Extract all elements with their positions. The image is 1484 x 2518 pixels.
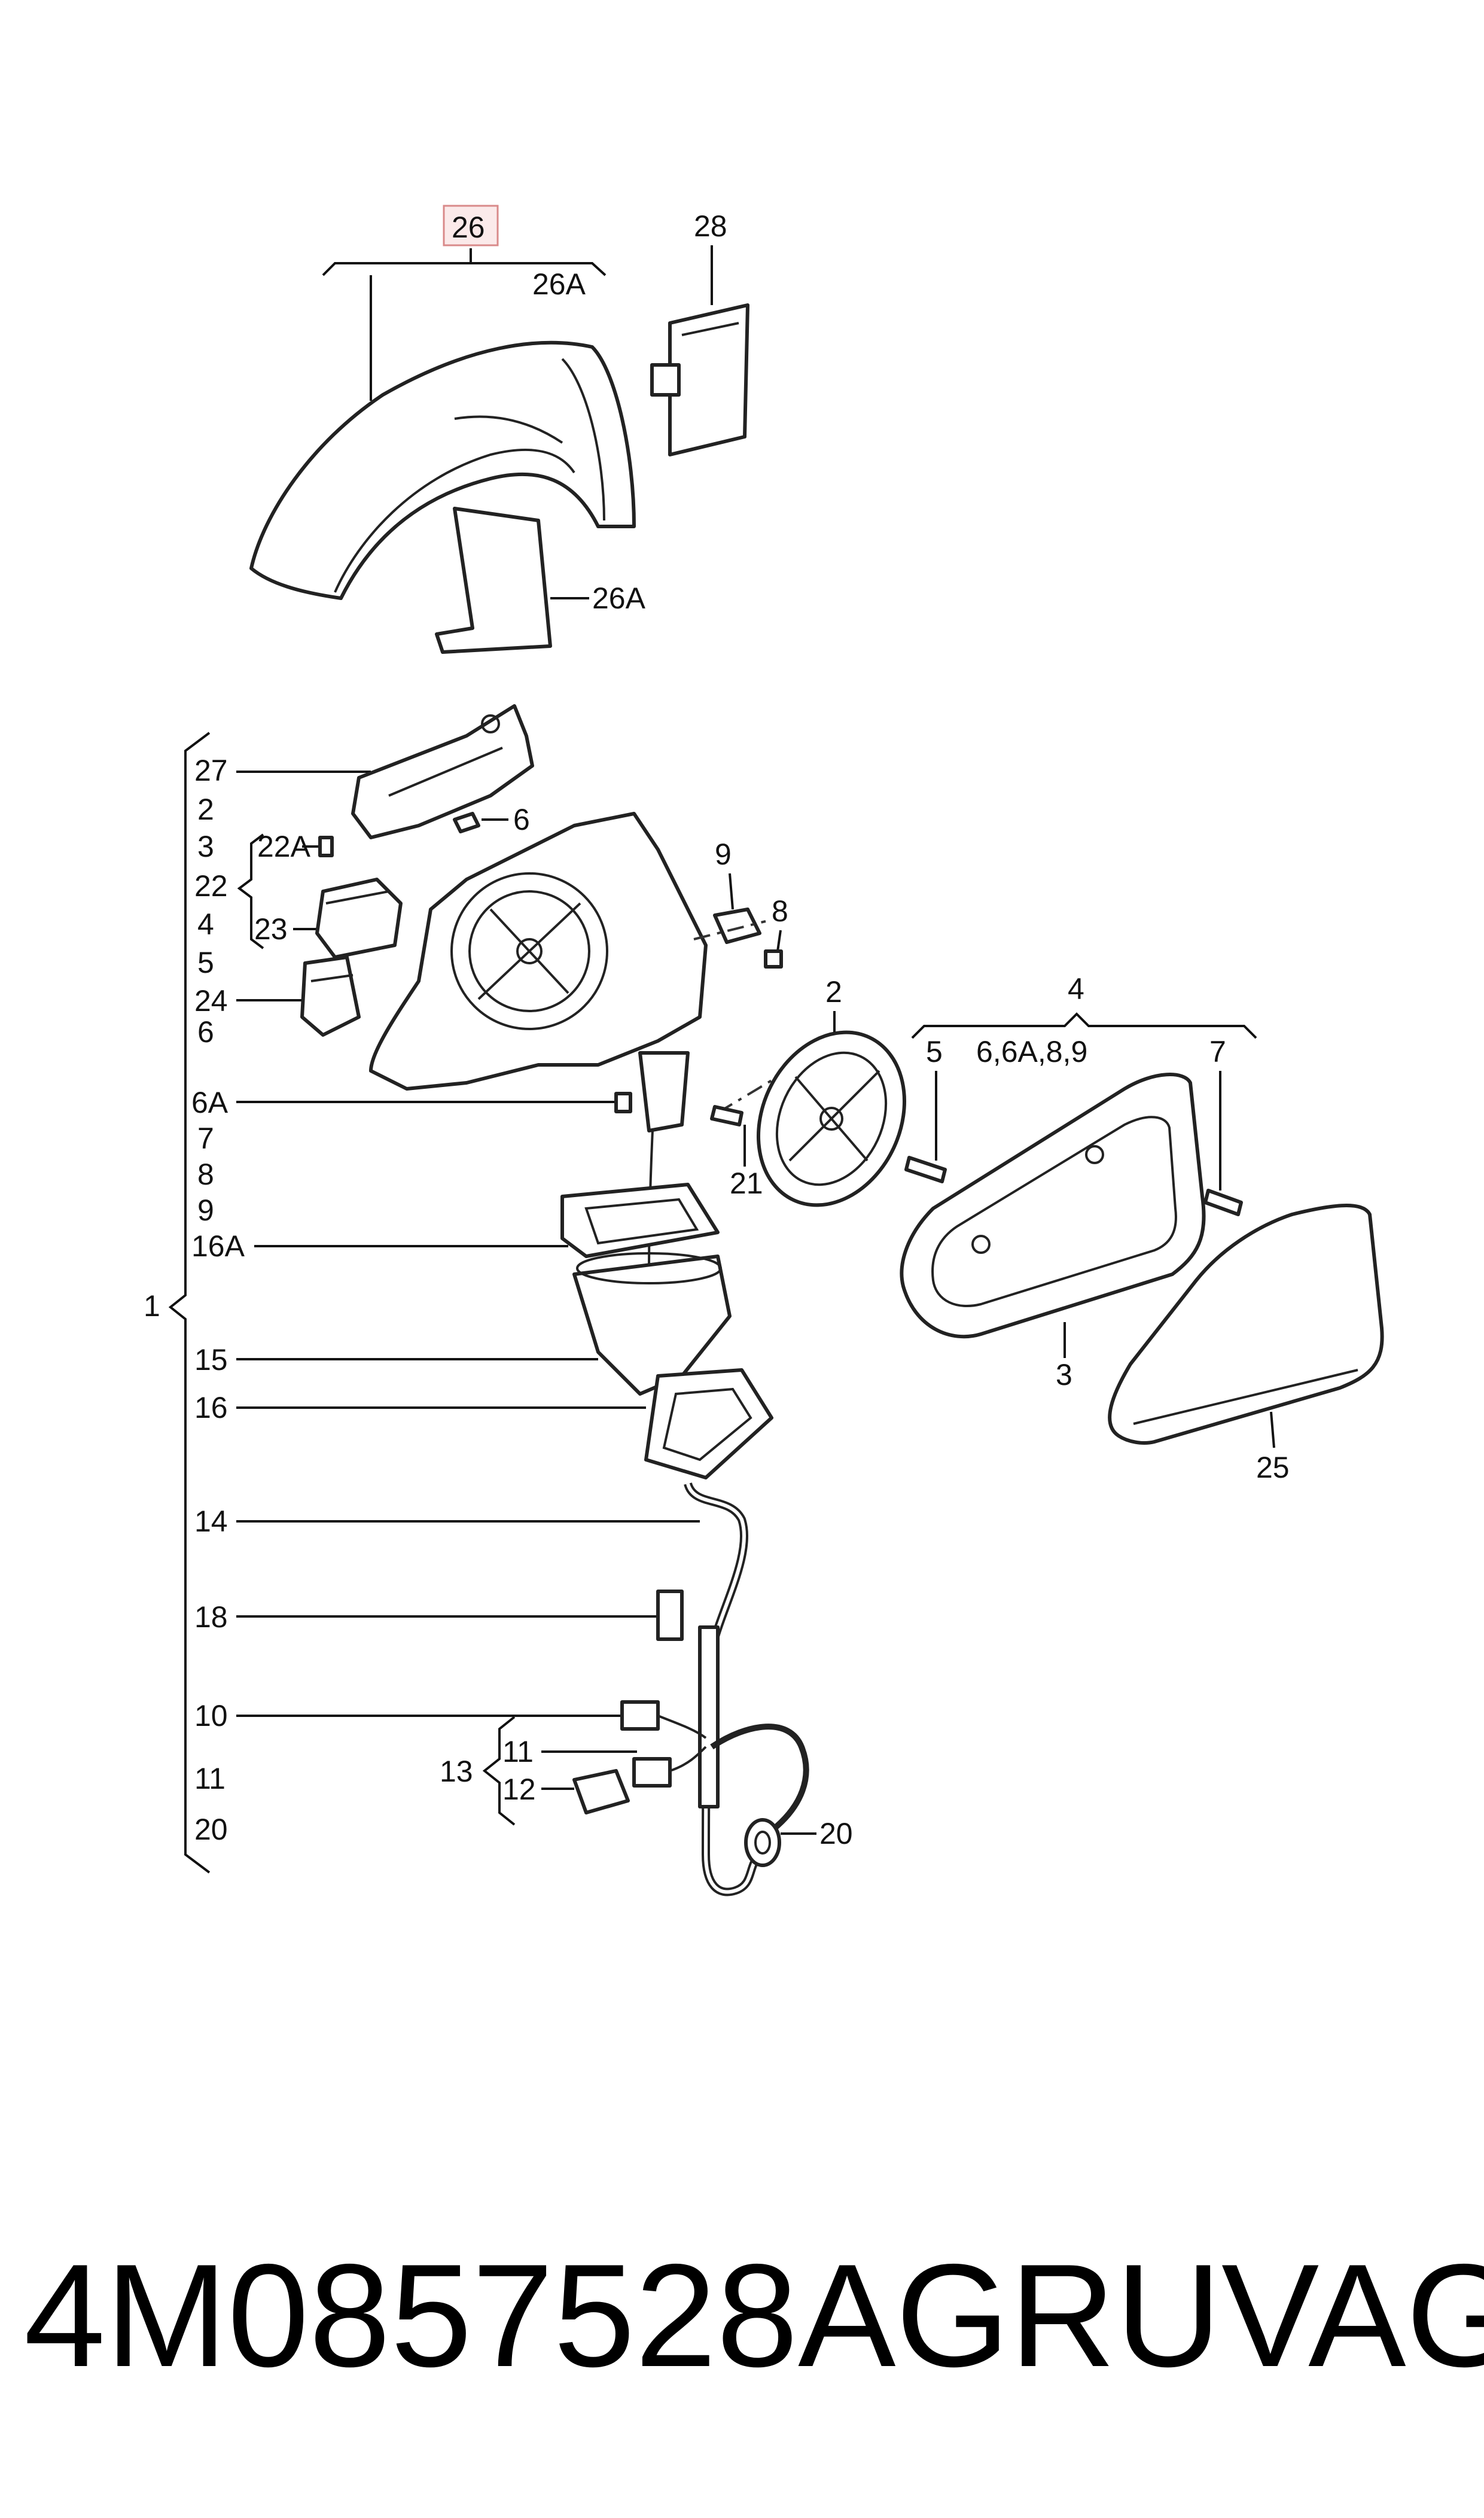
mirror-cap-part-26: 26 26A	[249, 205, 636, 600]
label-16: 16	[194, 1391, 228, 1424]
label-7-left: 7	[197, 1122, 214, 1155]
label-4-left: 4	[197, 908, 214, 941]
label-2-right: 2	[825, 975, 842, 1009]
footer-caption: 4M0857528AGRU VAG	[24, 2225, 1484, 2405]
label-27: 27	[194, 754, 228, 787]
label-18: 18	[194, 1600, 228, 1634]
label-26: 26	[452, 211, 485, 244]
screw-8	[764, 949, 783, 969]
bracket-group-4	[911, 1012, 1257, 1039]
label-26a-mid: 26A	[592, 581, 646, 615]
grommet-part-20: 20	[744, 1817, 853, 1867]
group-4-labels: 4 5 6,6A,8,9 7	[911, 972, 1257, 1191]
label-8: 8	[772, 894, 788, 928]
label-22: 22	[194, 869, 228, 903]
label-25: 25	[1256, 1451, 1290, 1484]
drive-plate-part-2: 2	[757, 975, 906, 1207]
label-9-left: 9	[197, 1193, 214, 1227]
harness-branch-20	[710, 1724, 809, 1833]
left-label-column: 27 2 3 22 4 5 24 6 6A 7 8 9 16A 15 16 14…	[191, 754, 700, 1846]
mirror-glass-25	[1108, 1204, 1384, 1445]
label-4-right: 4	[1068, 972, 1084, 1006]
turn-signal-lamp	[668, 303, 749, 456]
label-2-left: 2	[197, 793, 214, 826]
label-21: 21	[730, 1167, 763, 1200]
label-3-right: 3	[1056, 1358, 1072, 1392]
turn-signal-part-28: 28	[650, 209, 749, 456]
label-26a-top: 26A	[532, 267, 586, 301]
label-7-right: 7	[1209, 1035, 1226, 1068]
motor-23	[315, 878, 403, 959]
grommet-20	[744, 1818, 781, 1867]
highlight-box-26	[443, 205, 499, 246]
screw-21	[710, 1105, 743, 1126]
label-11-left: 11	[194, 1762, 226, 1795]
carrier-plate-part-3: 3	[900, 1073, 1206, 1392]
label-23: 23	[254, 912, 288, 946]
turn-signal-socket	[650, 363, 681, 397]
mirror-glass-part-25: 25	[1108, 1204, 1384, 1484]
screw-6-top	[453, 812, 480, 833]
connector-part-12	[572, 1769, 630, 1814]
cap-trim-part-26a: 26A	[435, 507, 646, 654]
bracket-group-22	[237, 833, 264, 949]
connector-part-9: 9 8	[713, 838, 788, 969]
label-10: 10	[194, 1699, 228, 1733]
clip-part-18	[656, 1590, 684, 1641]
bracket-part-27: 6	[351, 704, 534, 839]
seal-part-16	[644, 1368, 773, 1479]
connector-9	[713, 908, 761, 944]
label-6-screw: 6	[513, 803, 530, 836]
label-20: 20	[819, 1817, 853, 1850]
actuator-24	[300, 955, 361, 1037]
label-6a: 6A	[191, 1086, 228, 1119]
connector-part-10	[620, 1700, 660, 1731]
connector-part-11	[632, 1757, 672, 1788]
cable-grommet-top	[638, 1051, 690, 1132]
screw-5	[904, 1156, 947, 1183]
bracket-26	[322, 262, 607, 276]
housing-body	[369, 812, 708, 1091]
label-20-left: 20	[194, 1813, 228, 1846]
bracket-group-13	[482, 1716, 516, 1826]
actuator-part-24	[300, 955, 361, 1037]
label-22a: 22A	[257, 830, 311, 863]
label-13: 13	[440, 1755, 473, 1788]
part-number: 4M0857528AGRU	[24, 2233, 1221, 2397]
label-16a: 16A	[191, 1229, 245, 1263]
bracket-group-1	[168, 732, 211, 1874]
label-11: 11	[502, 1735, 534, 1768]
label-28: 28	[694, 209, 727, 243]
label-15: 15	[194, 1343, 228, 1377]
label-8-left: 8	[197, 1158, 214, 1191]
housing-drive-ring	[450, 872, 608, 1030]
screw-22a	[318, 836, 334, 857]
seal-part-16a	[560, 1183, 720, 1258]
label-1: 1	[144, 1289, 160, 1323]
cap-trim-piece	[435, 507, 552, 654]
label-6-6a-8-9: 6,6A,8,9	[976, 1035, 1087, 1068]
brand-name: VAG	[1221, 2233, 1484, 2397]
mirror-housing-base	[369, 812, 708, 1091]
label-12: 12	[502, 1773, 536, 1806]
screw-7	[1203, 1189, 1243, 1216]
label-3-left: 3	[197, 830, 214, 863]
carrier-plate-3	[900, 1073, 1206, 1339]
label-24: 24	[194, 984, 228, 1018]
label-9: 9	[715, 838, 732, 871]
label-14: 14	[194, 1505, 228, 1538]
screw-6a	[614, 1092, 632, 1113]
harness-sleeve	[698, 1625, 720, 1808]
label-6-left: 6	[197, 1015, 214, 1049]
label-5-right: 5	[926, 1035, 943, 1068]
label-5-left: 5	[197, 946, 214, 979]
mirror-cap-shell	[249, 340, 636, 600]
motor-part-23	[315, 878, 403, 959]
